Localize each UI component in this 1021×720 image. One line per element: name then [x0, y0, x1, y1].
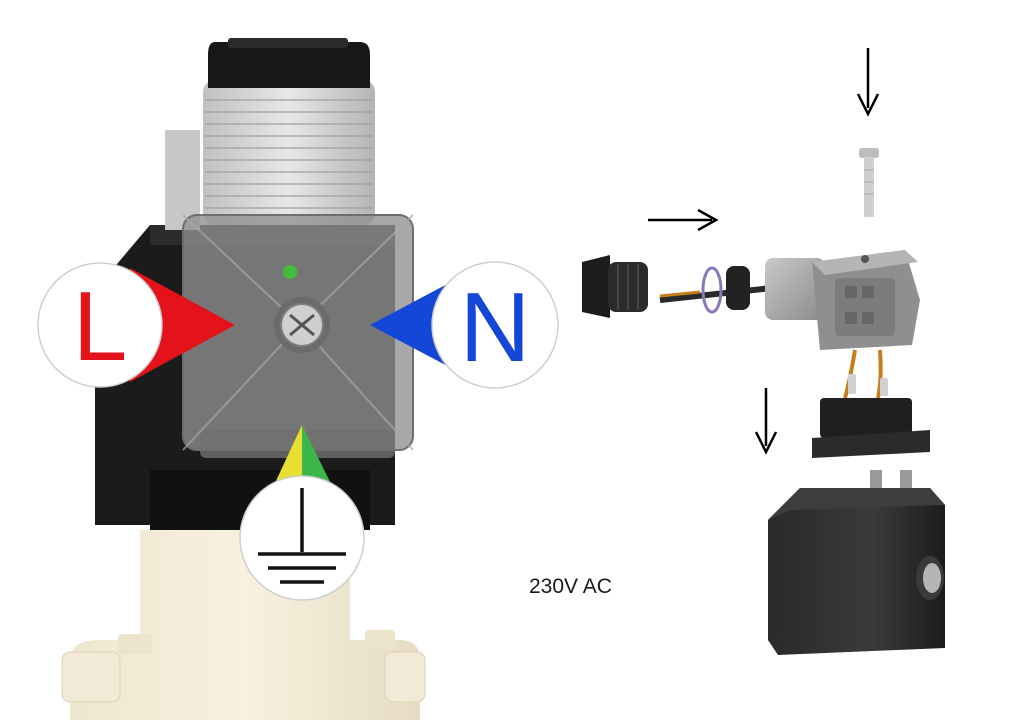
voltage-label: 230V AC	[529, 575, 612, 598]
connector-housing	[765, 250, 920, 350]
neutral-terminal-marker: N	[370, 261, 559, 389]
valve-assembly	[61, 38, 426, 720]
screw-part	[859, 148, 879, 217]
neutral-label-circle	[431, 261, 559, 389]
black-arrow-down-top	[856, 48, 880, 117]
exploded-view	[582, 48, 945, 655]
earth-terminal-marker	[239, 425, 365, 601]
cable-gland-nut	[582, 255, 648, 318]
earth-ground-icon	[258, 488, 346, 584]
line-label-circle	[37, 262, 163, 388]
terminal-block	[812, 374, 930, 458]
line-label: L	[73, 271, 128, 381]
line-terminal-marker: L	[37, 262, 235, 388]
black-arrow-down-left	[754, 388, 778, 455]
coil-part	[768, 470, 945, 655]
black-arrow-right	[648, 208, 719, 232]
neutral-label: N	[460, 272, 531, 382]
red-arrow-pointer	[130, 268, 235, 382]
